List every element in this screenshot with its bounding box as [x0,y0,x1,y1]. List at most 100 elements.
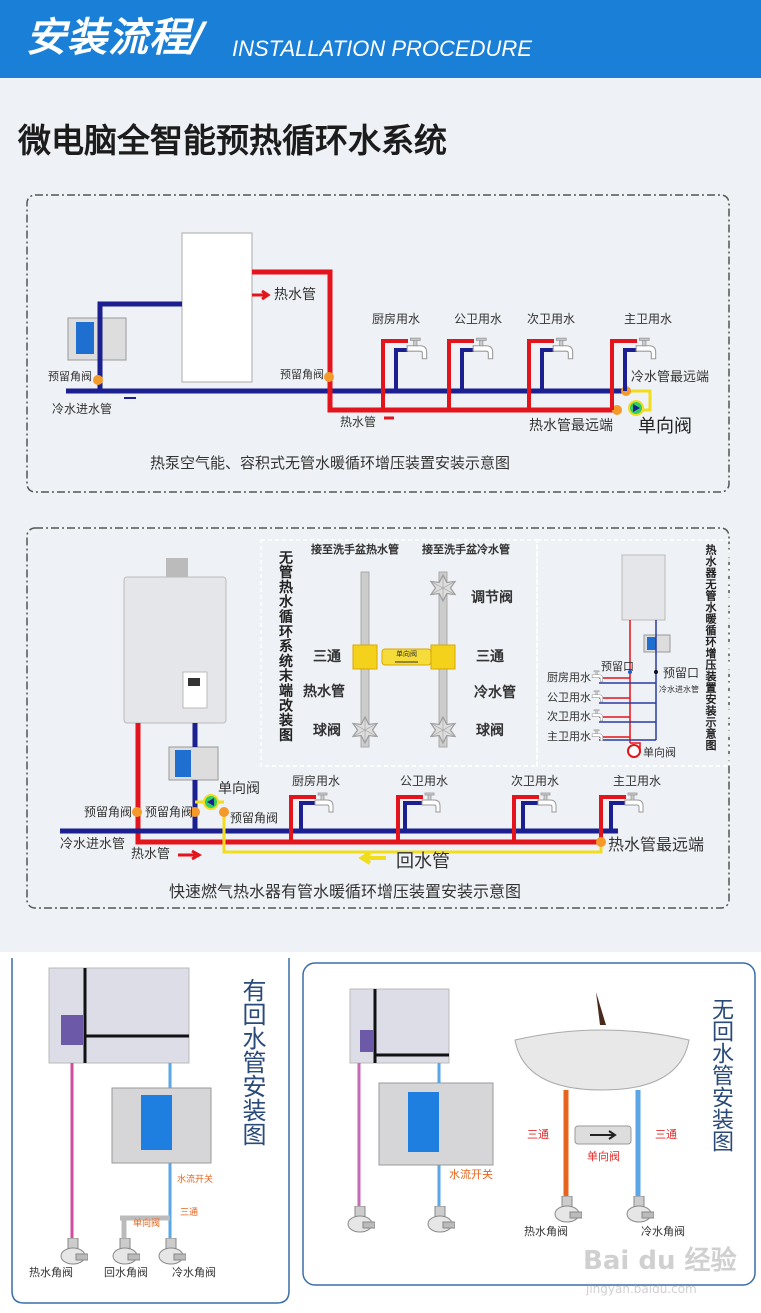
diagram1-frame [26,194,730,493]
label-cold-angle-valve: 冷水角阀 [172,1266,216,1279]
reserved-valve-dot [93,375,103,385]
label-outlet-master-bath: 主卫用水 [547,730,591,743]
hot-main-pipe [252,269,617,413]
label-check-valve-mini: 单向阀 [643,746,676,759]
label-reserved-port: 预留口 [663,666,700,680]
label-right-ball-valve: 球阀 [476,723,504,739]
angle-valve-icon [60,1238,88,1265]
label-hot-pipe: 热水管 [303,684,345,700]
booster-screen [76,322,94,354]
mini-diagram-frame [536,539,730,767]
label-flow-switch: 水流开关 [449,1168,493,1181]
diagram1-outlets [381,337,657,410]
reserved-valve-dot [219,807,229,817]
label-check-valve: 单向阀 [218,781,260,797]
faucet-icon [552,337,574,360]
faucet-icon [537,792,557,813]
panel-no-return-graphics [347,988,690,1233]
arrow-icon [252,289,271,301]
hot-far-end-dot [612,405,622,415]
header-banner: 安装流程/ INSTALLATION PROCEDURE [0,0,761,78]
label-outlet-public-bath: 公卫用水 [547,691,591,704]
label-hot-far-end: 热水管最远端 [608,835,705,854]
check-valve-icon [627,744,641,758]
reserved-valve-dot [324,372,334,382]
label-cold-inlet: 冷水进水管 [52,402,113,416]
faucet-icon [591,709,603,722]
label-outlet-public-bath: 公卫用水 [454,312,503,326]
label-cold-inlet: 冷水进水管 [60,837,126,852]
label-check-valve: 单向阀 [133,1219,161,1229]
label-right-tee: 三通 [476,649,504,665]
label-outlet-second-bath: 次卫用水 [511,774,560,788]
h-diagram-title: 无管热水循环系统末端改装图 [277,550,293,743]
label-check-valve: 单向阀 [638,416,692,437]
label-cold-far-end: 冷水管最远端 [631,370,710,385]
booster-unit-2 [168,746,219,781]
faucet-icon [591,729,603,742]
header-title-cn: 安装流程/ [26,15,206,61]
label-hot-top: 接至洗手盆热水管 [311,543,399,556]
faucet-icon [314,792,334,813]
header-title-en: INSTALLATION PROCEDURE [232,36,532,61]
faucet-icon [472,337,494,360]
label-hot-pipe-upper: 热水管 [274,287,316,303]
diagram1-caption: 热泵空气能、容积式无管水暖循环增压装置安装示意图 [150,454,511,472]
label-hot-pipe-lower: 热水管 [340,415,377,429]
mini-diagram-title: 热水器无管水暖循环增压装置安装示意图 [704,544,717,751]
faucet-icon [421,792,441,813]
label-left-ball-valve: 球阀 [313,723,341,739]
faucet-icon [406,337,428,360]
diagram2-caption: 快速燃气热水器有管水暖循环增压装置安装示意图 [169,882,522,901]
h-diagram-graphics [352,571,456,748]
label-tee-left: 三通 [527,1128,549,1141]
angle-valve-icon [347,1206,375,1233]
faucet-icon [635,337,657,360]
panel-return-graphics [48,967,212,1265]
reserved-valve-dot [190,807,200,817]
label-hot-angle-valve: 热水角阀 [29,1266,73,1279]
label-outlet-master-bath: 主卫用水 [624,312,673,326]
label-hot-angle-valve: 热水角阀 [524,1225,568,1238]
watermark-logo: Bai du 经验 [583,1246,737,1276]
arrow-icon [178,849,203,861]
panel-no-return-frame [302,962,756,1286]
angle-valve-icon [158,1238,186,1265]
cold-to-tank-pipe [97,301,182,391]
label-hot-far-end: 热水管最远端 [529,418,613,434]
label-return-pipe: 回水管 [396,851,450,872]
diagram1-pipes [66,232,652,420]
label-tee: 三通 [180,1208,199,1218]
label-outlet-second-bath: 次卫用水 [527,312,576,326]
label-outlet-public-bath: 公卫用水 [400,774,449,788]
label-hot-pipe: 热水管 [131,847,171,862]
angle-valve-icon [554,1196,582,1223]
panel-return-frame [11,958,290,1304]
storage-tank [181,232,253,383]
panel-return-title: 有回水管安装图 [238,978,266,1146]
label-left-tee: 三通 [313,649,341,665]
label-outlet-second-bath: 次卫用水 [547,710,591,723]
check-valve-box [381,648,432,666]
label-check-valve: 单向阀 [587,1150,620,1163]
arrow-icon [358,851,386,865]
label-cold-angle-valve: 冷水角阀 [641,1225,685,1238]
hot-far-end-dot [596,837,606,847]
label-outlet-kitchen: 厨房用水 [372,312,421,326]
reserved-valve-dot [132,807,142,817]
label-reserved-valve: 预留角阀 [48,370,92,383]
label-cold-inlet-mini: 冷水进水管 [659,685,699,694]
mini-diagram-graphics [591,554,671,758]
label-reserved-valve: 预留角阀 [280,368,324,381]
sink [514,1029,690,1091]
page-title: 微电脑全智能预热循环水系统 [18,121,447,160]
label-flow-switch: 水流开关 [177,1175,214,1185]
gas-heater [123,558,227,724]
faucet-icon [624,792,644,813]
label-reserved-valve: 预留角阀 [84,805,133,819]
regulating-valve-icon [430,574,456,602]
faucet-icon [591,690,603,703]
angle-valve-icon [112,1238,140,1265]
ball-valve-icon [352,716,378,744]
